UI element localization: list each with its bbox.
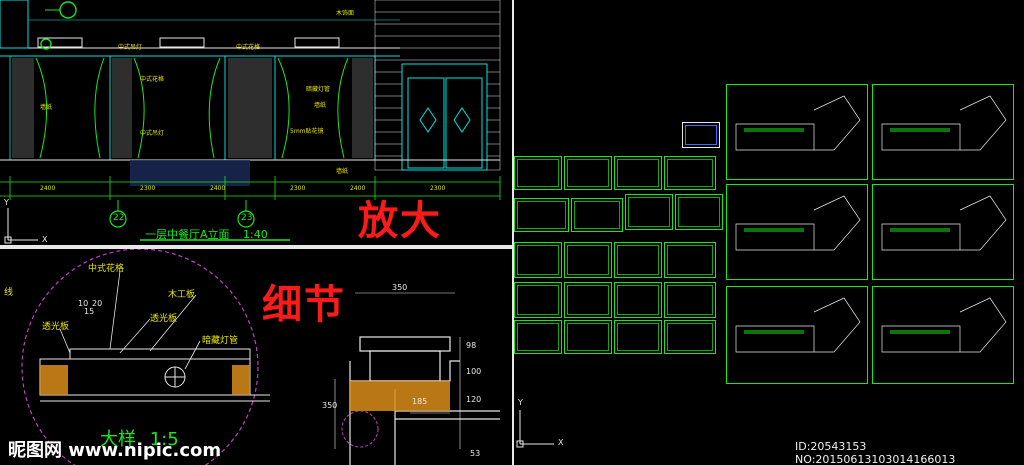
section-marker-top xyxy=(59,1,77,19)
dim-350-top: 350 xyxy=(392,283,408,292)
dim-value: 2300 xyxy=(290,185,306,192)
label-light-board-left: 透光板 xyxy=(42,322,70,332)
callout: 5mm贴花镜 xyxy=(290,128,324,135)
callout: 墙纸 xyxy=(40,104,53,111)
axis-y-label-right: Y xyxy=(518,398,523,407)
detail-label: 细节 xyxy=(262,282,346,328)
detail-title: 大样 1:5 xyxy=(100,425,179,451)
sheet-thumb[interactable] xyxy=(514,242,562,278)
dim-value: 2400 xyxy=(350,185,366,192)
dimension-row: 2400 2300 2400 2300 2400 2300 xyxy=(0,185,500,195)
dim-10: 10 xyxy=(78,299,89,308)
watermark-id: ID:20543153 NO:20150613103014166013 xyxy=(795,440,956,465)
callout: 暗藏灯管 xyxy=(306,86,331,93)
dim-value: 2400 xyxy=(40,185,56,192)
axis-label-23: 23 xyxy=(241,213,253,223)
callout: 中式吊灯 xyxy=(118,44,143,51)
dim-value: 2400 xyxy=(210,185,226,192)
label-lattice: 中式花格 xyxy=(88,264,125,274)
sheet-thumb[interactable] xyxy=(614,320,662,354)
detail-circle xyxy=(21,249,259,465)
wood-block-right xyxy=(232,365,250,395)
elevation-drawing-panel[interactable]: 一层中餐厅A立面 1:40 22 23 2400 2300 2400 2300 … xyxy=(0,0,512,245)
sheet-thumb[interactable] xyxy=(514,320,562,354)
dim-15: 15 xyxy=(84,307,95,316)
sheet-thumb[interactable] xyxy=(564,320,612,354)
double-door xyxy=(401,63,488,171)
axis-marker-22 xyxy=(109,210,127,228)
sheet-thumb[interactable] xyxy=(564,242,612,278)
ucs-icon xyxy=(4,208,38,244)
sheet-thumb[interactable] xyxy=(514,198,569,232)
sheet-thumb[interactable] xyxy=(514,156,562,190)
dim-53: 53 xyxy=(470,449,481,458)
sheet-thumb[interactable] xyxy=(571,198,623,232)
callout: 中式花格 xyxy=(140,76,165,83)
plan-sheet-contents xyxy=(516,95,1007,448)
plan-sheet[interactable] xyxy=(726,286,868,384)
dim-185: 185 xyxy=(412,397,428,406)
dim-100: 100 xyxy=(466,367,482,376)
detail-drawing xyxy=(21,249,500,465)
sheet-thumb[interactable] xyxy=(564,156,612,190)
label-wood-board: 木工板 xyxy=(168,290,196,300)
label-hidden-tube: 暗藏灯管 xyxy=(202,336,239,346)
dim-value: 2300 xyxy=(430,185,446,192)
sheet-thumb[interactable] xyxy=(514,282,562,318)
sheet-thumb[interactable] xyxy=(664,156,716,190)
panel-divider-horizontal xyxy=(0,245,512,249)
ucs-icon-right xyxy=(516,410,554,448)
dim-20: 20 xyxy=(92,299,103,308)
axis-x-label: X xyxy=(42,235,48,244)
curtains xyxy=(35,57,349,159)
dim-value: 2300 xyxy=(140,185,156,192)
callout: 中式花格 xyxy=(236,44,261,51)
sheet-thumb[interactable] xyxy=(625,194,673,230)
axis-label-22: 22 xyxy=(113,213,125,223)
sheet-thumb[interactable] xyxy=(564,282,612,318)
sheet-thumb[interactable] xyxy=(664,242,716,278)
elevation-title-text: 一层中餐厅A立面 xyxy=(145,228,230,241)
sheet-thumb[interactable] xyxy=(614,156,662,190)
callout: 木饰面 xyxy=(336,10,355,17)
axis-y-label: Y xyxy=(4,198,9,207)
panel-divider-vertical xyxy=(512,0,514,465)
sheet-legend[interactable] xyxy=(682,122,720,148)
axis-marker-23 xyxy=(237,210,255,228)
detail-drawing-panel[interactable]: 中式花格 木工板 透光板 透光板 暗藏灯管 线 10 20 15 350 98 … xyxy=(0,249,512,465)
sheet-overview-panel[interactable]: Y X xyxy=(514,0,1024,465)
sheet-thumb[interactable] xyxy=(664,320,716,354)
callout: 中式吊灯 xyxy=(140,130,165,137)
elevation-title: 一层中餐厅A立面 1:40 xyxy=(145,226,268,242)
callout: 墙纸 xyxy=(336,168,349,175)
label-cut-left: 线 xyxy=(4,288,14,298)
watermark-site: 昵图网 www.nipic.com xyxy=(8,440,222,461)
label-light-board-right: 透光板 xyxy=(150,314,178,324)
sheet-thumb[interactable] xyxy=(675,194,723,230)
elevation-scale: 1:40 xyxy=(243,228,268,241)
plan-sheet[interactable] xyxy=(872,286,1014,384)
callout: 墙纸 xyxy=(314,102,327,109)
sheet-thumb[interactable] xyxy=(614,282,662,318)
zoom-label: 放大 xyxy=(358,198,442,244)
axis-x-label-right: X xyxy=(558,438,564,447)
sheet-thumb[interactable] xyxy=(664,282,716,318)
detail-scale: 1:5 xyxy=(149,429,179,450)
sheet-thumb[interactable] xyxy=(614,242,662,278)
detail-title-text: 大样 xyxy=(100,429,136,450)
wood-block-left xyxy=(40,365,68,395)
dim-350-left: 350 xyxy=(322,401,338,410)
dim-120: 120 xyxy=(466,395,482,404)
ceiling-vents xyxy=(37,37,340,48)
elevation-drawing xyxy=(0,0,501,244)
dim-98: 98 xyxy=(466,341,477,350)
